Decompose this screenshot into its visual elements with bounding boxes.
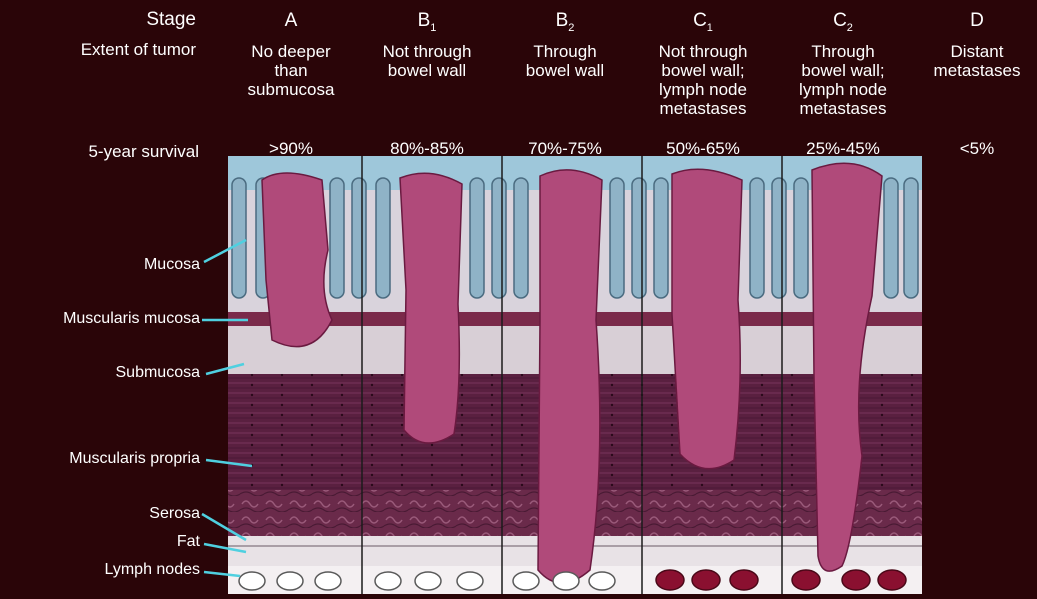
lymph-node-icon <box>553 572 579 590</box>
layer-label-lymph-nodes: Lymph nodes <box>105 561 200 579</box>
lymph-node-icon <box>239 572 265 590</box>
tumor-b1 <box>400 173 462 443</box>
lymph-node-icon <box>842 570 870 590</box>
lymph-node-icon <box>315 572 341 590</box>
lymph-node-icon <box>656 570 684 590</box>
lymph-node-icon <box>730 570 758 590</box>
tumor-b2 <box>538 170 602 583</box>
lymph-node-icon <box>692 570 720 590</box>
layer-label-serosa: Serosa <box>149 505 200 523</box>
lymph-node-icon <box>589 572 615 590</box>
lymph-node-icon <box>375 572 401 590</box>
lymph-node-icon <box>792 570 820 590</box>
tumor-c1 <box>672 169 742 468</box>
lymph-node-icon <box>457 572 483 590</box>
lymph-node-icon <box>513 572 539 590</box>
layer-label-submucosa: Submucosa <box>116 364 201 382</box>
layer-label-mucosa: Mucosa <box>144 256 200 274</box>
layer-label-muscularis-mucosa: Muscularis mucosa <box>63 310 200 328</box>
layer-label-muscularis-propria: Muscularis propria <box>69 450 200 468</box>
layer-label-fat: Fat <box>177 533 200 551</box>
lymph-node-icon <box>878 570 906 590</box>
lymph-node-icon <box>277 572 303 590</box>
tumor-a <box>262 173 332 347</box>
lymph-node-icon <box>415 572 441 590</box>
